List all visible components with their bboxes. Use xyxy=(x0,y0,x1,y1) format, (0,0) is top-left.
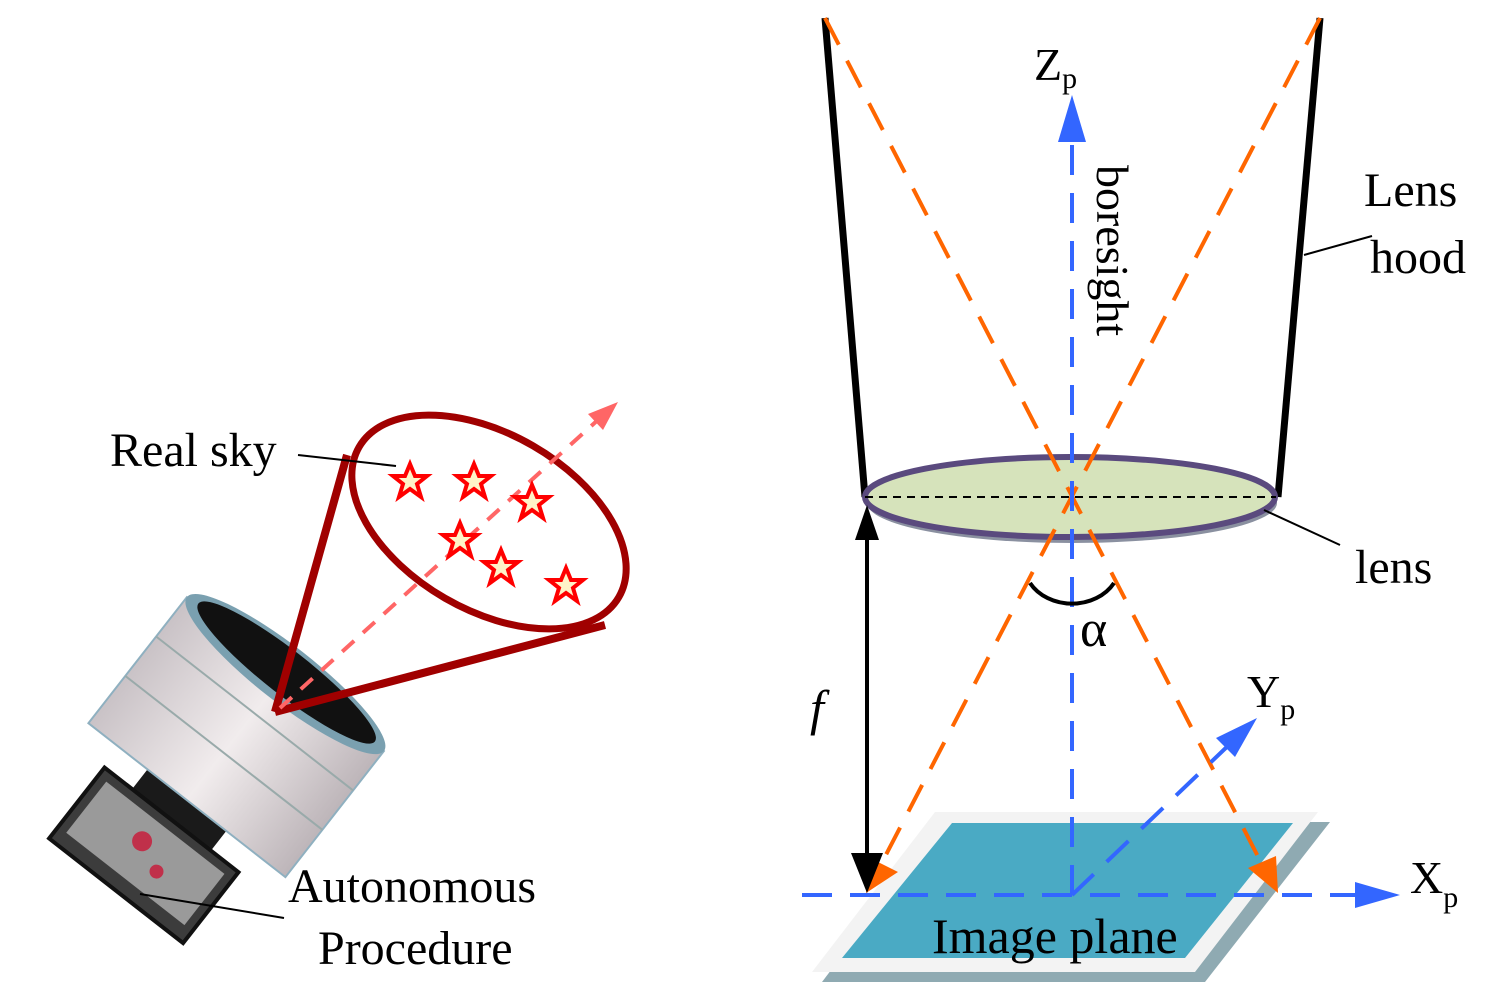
z-axis-arrowhead xyxy=(1058,95,1086,142)
light-rays xyxy=(823,17,1322,875)
boresight-label: boresight xyxy=(1087,165,1138,336)
lens-leader xyxy=(1263,509,1341,546)
y-axis xyxy=(1070,740,1234,897)
image-plane xyxy=(812,812,1330,982)
star-icon xyxy=(437,517,483,562)
ray-arrowhead-right xyxy=(1248,856,1278,893)
autonomous-label-line1: Autonomous xyxy=(288,860,536,913)
star-icon xyxy=(451,458,497,503)
autonomous-leader xyxy=(139,893,285,919)
focal-length-label: f xyxy=(810,680,830,736)
boresight-arrow xyxy=(278,416,602,710)
alpha-label: α xyxy=(1080,601,1107,658)
lens-hood xyxy=(821,17,1324,498)
x-axis-label: Xp xyxy=(1410,852,1458,914)
star-icon xyxy=(543,562,589,607)
image-plane-label: Image plane xyxy=(932,908,1178,964)
focal-length-arrow xyxy=(851,505,883,893)
real-sky-leader xyxy=(297,454,397,467)
field-of-view-cone xyxy=(271,411,630,716)
star-icon xyxy=(509,479,555,524)
lens-label: lens xyxy=(1355,541,1432,594)
y-axis-label: Yp xyxy=(1247,666,1295,726)
alpha-angle-arc xyxy=(1028,581,1116,606)
boresight-arrowhead xyxy=(588,402,618,430)
z-axis-label: Zp xyxy=(1034,39,1077,95)
real-sky-label: Real sky xyxy=(110,424,277,477)
y-axis-arrowhead xyxy=(1216,718,1257,757)
lens-hood-leader xyxy=(1303,235,1373,256)
lens-hood-label-line2: hood xyxy=(1370,231,1466,284)
x-axis-arrowhead xyxy=(1355,882,1400,908)
lens-hood-label-line1: Lens xyxy=(1364,164,1457,217)
star-icon xyxy=(478,544,524,589)
autonomous-label-line2: Procedure xyxy=(318,922,513,975)
star-icon xyxy=(387,458,433,503)
stars xyxy=(387,458,589,607)
